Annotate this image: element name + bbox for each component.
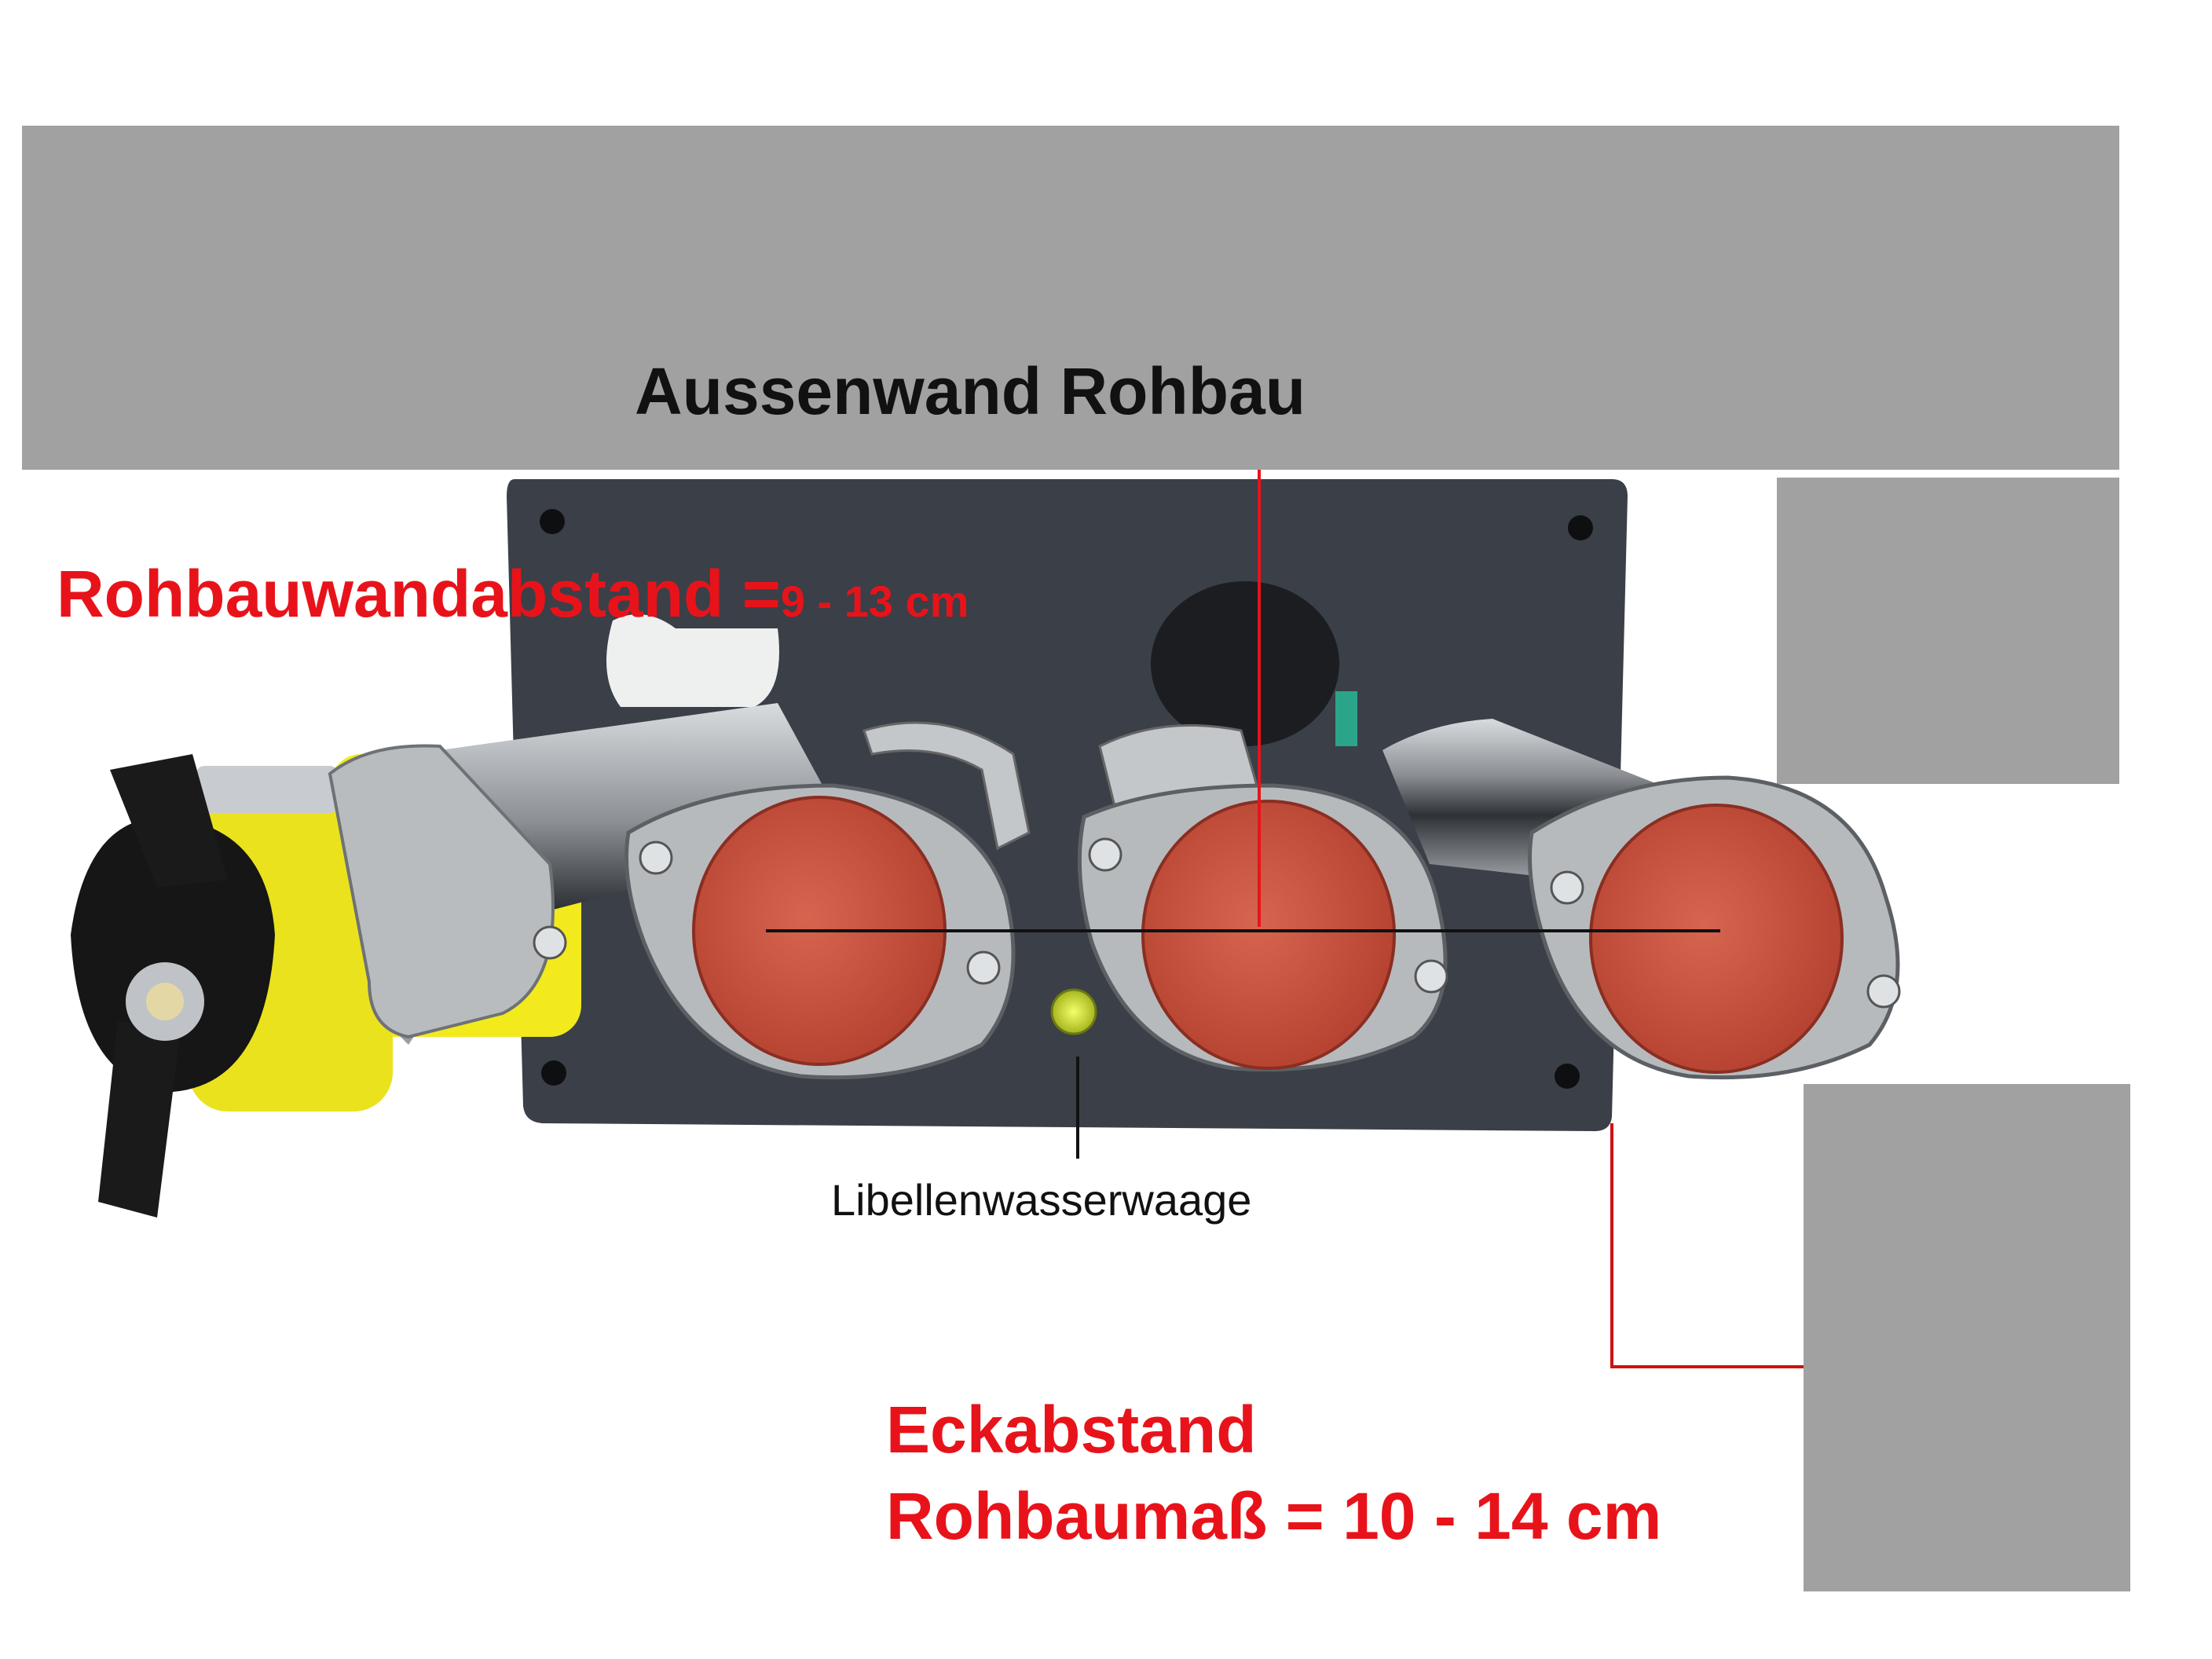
flange-center [1077, 723, 1448, 1072]
spirit-level-label: Libellenwasserwaage [831, 1175, 1252, 1225]
wall-distance-value: 9 - 13 cm [780, 577, 969, 626]
corner-distance-line [1610, 1123, 1804, 1368]
wall-distance-annotation: Rohbauwandabstand =9 - 13 cm [57, 556, 969, 632]
corner-distance-value: Rohbaumaß = 10 - 14 cm [886, 1479, 1662, 1553]
wall-distance-label: Rohbauwandabstand = [57, 557, 781, 631]
outer-wall-side-lower [1804, 1084, 2130, 1591]
pipe-right [1382, 719, 1901, 1080]
pipe-left [328, 703, 848, 1045]
spirit-level-bubble [1050, 988, 1097, 1035]
wall-title: Aussenwand Rohbau [635, 354, 1306, 428]
outer-wall-top: Aussenwand Rohbau [22, 126, 2119, 470]
outer-wall-side-upper [1777, 478, 2119, 784]
corner-distance-title: Eckabstand [886, 1393, 1257, 1467]
